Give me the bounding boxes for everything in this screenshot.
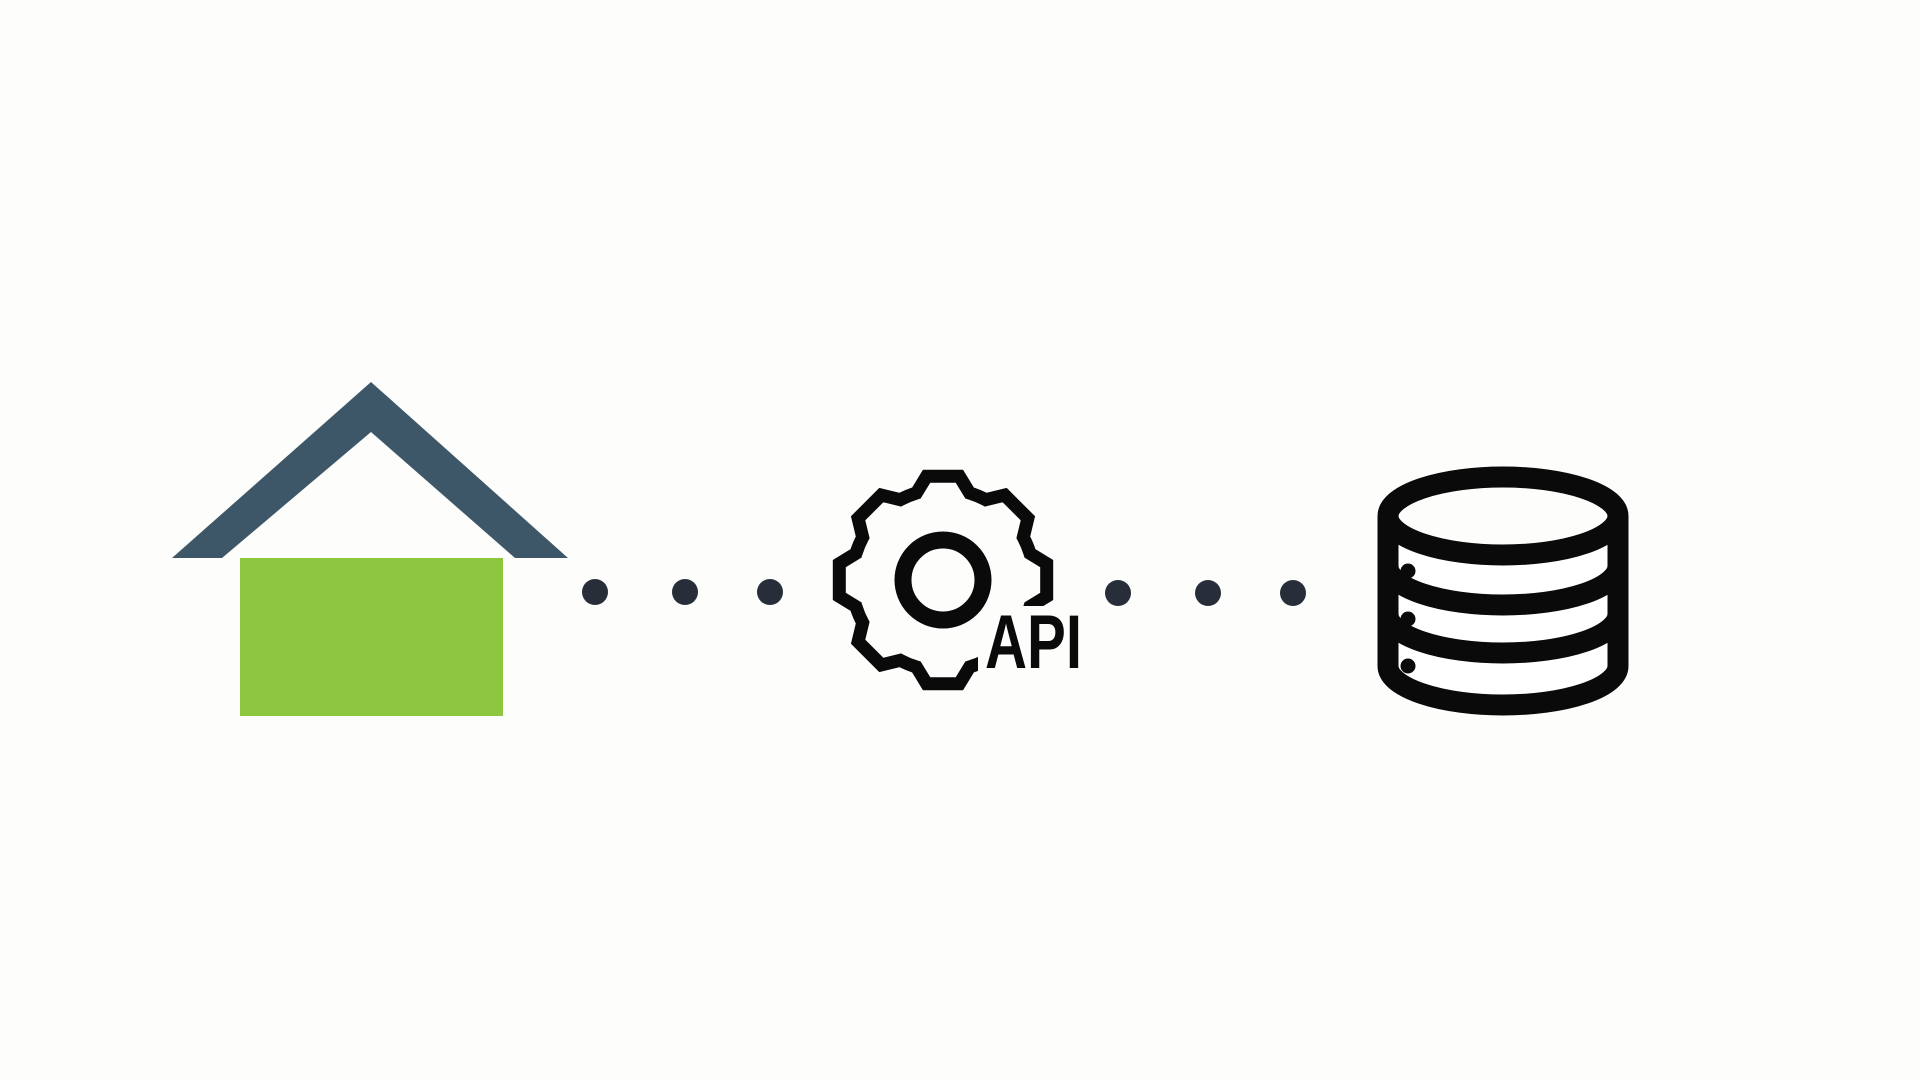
- database-led-dot: [1400, 658, 1416, 674]
- gear-ring: [832, 469, 1054, 691]
- home-roof: [172, 382, 568, 558]
- connector-dot: [582, 579, 608, 605]
- gear-hub: [894, 531, 992, 629]
- database-body-outline: [1377, 516, 1629, 716]
- gear-gap-mask: [978, 606, 1103, 691]
- connector-dot: [1195, 580, 1221, 606]
- connector-dots-home-api: [582, 579, 783, 605]
- api-label: API: [985, 600, 1082, 685]
- connector-dot: [672, 579, 698, 605]
- database-led-dot: [1400, 563, 1416, 579]
- connector-dots-api-database: [1105, 580, 1306, 606]
- database-icon: [1377, 466, 1629, 716]
- database-led-dot: [1400, 611, 1416, 627]
- database-band-arc: [1377, 612, 1629, 664]
- database-top-ellipse: [1377, 466, 1629, 566]
- connector-dot: [1105, 580, 1131, 606]
- home-body: [240, 558, 503, 716]
- database-band-arc: [1377, 564, 1629, 616]
- home-icon: [172, 382, 568, 716]
- api-gear-icon: API: [832, 469, 1103, 691]
- connector-dot: [757, 579, 783, 605]
- connector-dot: [1280, 580, 1306, 606]
